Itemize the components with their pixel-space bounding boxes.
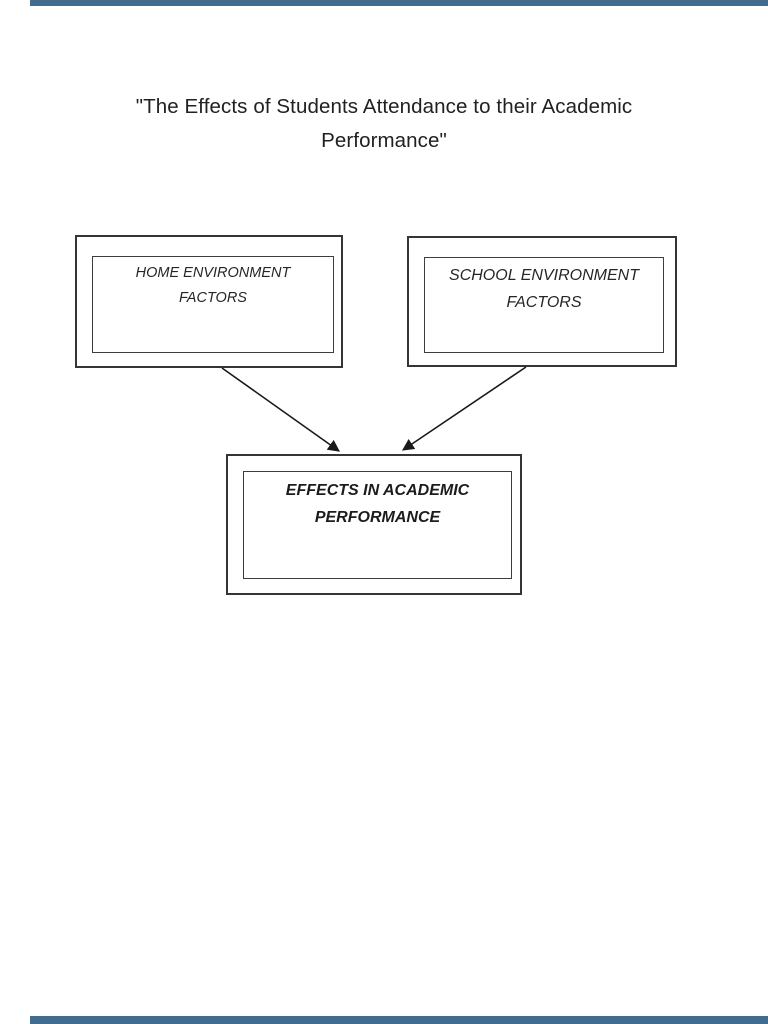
arrow-home-to-effects <box>221 367 340 452</box>
node-home-environment-label-box: HOME ENVIRONMENT FACTORS <box>92 256 334 353</box>
node-label-line: PERFORMANCE <box>314 509 441 526</box>
node-home-environment: HOME ENVIRONMENT FACTORS <box>75 235 343 368</box>
viewer-edge-strip-top <box>30 0 768 6</box>
node-effects-academic-performance-label-box: EFFECTS IN ACADEMIC PERFORMANCE <box>243 471 512 579</box>
node-label-line: EFFECTS IN ACADEMIC <box>285 482 470 499</box>
page-title: "The Effects of Students Attendance to t… <box>0 90 768 158</box>
node-label-line: FACTORS <box>506 294 582 311</box>
node-school-environment-label-box: SCHOOL ENVIRONMENT FACTORS <box>424 257 664 353</box>
node-label-line: SCHOOL ENVIRONMENT <box>449 267 639 284</box>
node-school-environment: SCHOOL ENVIRONMENT FACTORS <box>407 236 677 367</box>
page-title-line1: "The Effects of Students Attendance to t… <box>135 95 633 118</box>
page-title-line2: Performance" <box>321 129 447 152</box>
arrow-school-to-effects <box>402 366 527 451</box>
node-label-line: FACTORS <box>179 290 247 306</box>
viewer-edge-strip-bottom <box>30 1016 768 1024</box>
node-label-line: HOME ENVIRONMENT <box>135 265 291 281</box>
node-effects-academic-performance: EFFECTS IN ACADEMIC PERFORMANCE <box>226 454 522 595</box>
